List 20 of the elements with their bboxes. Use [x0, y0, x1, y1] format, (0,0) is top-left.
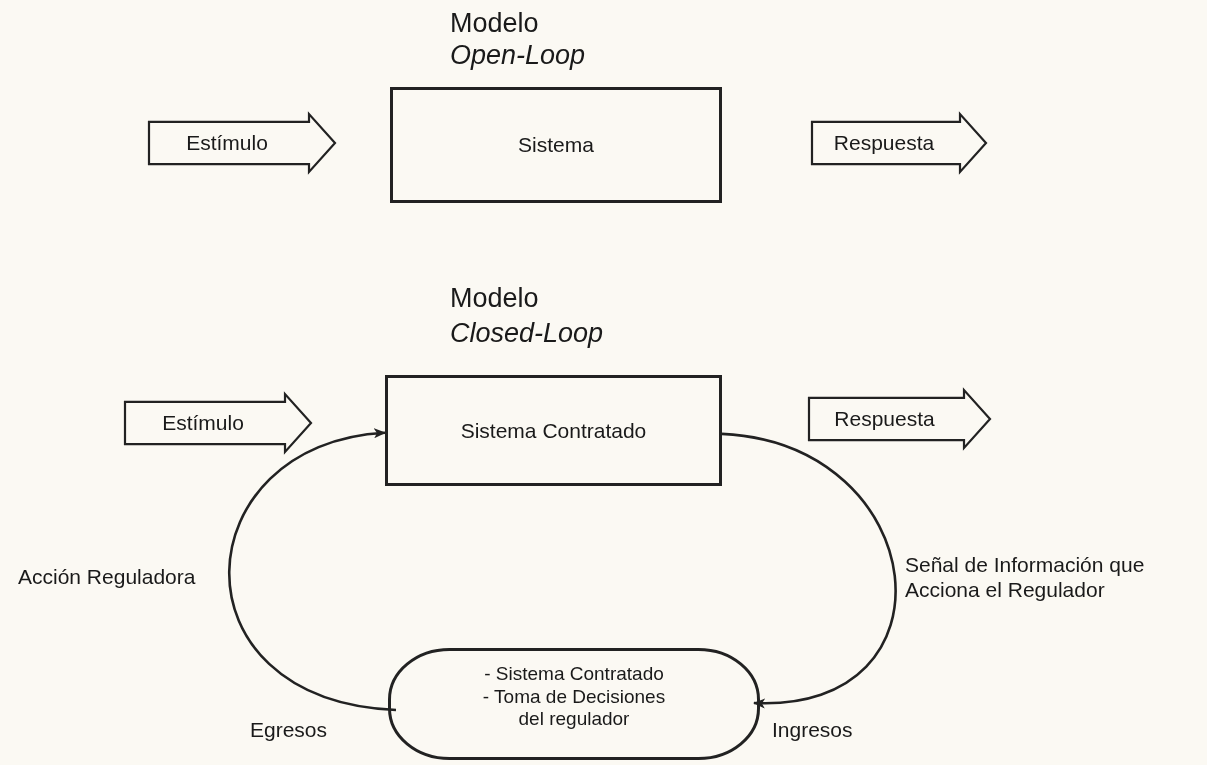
heading: Modelo: [450, 8, 539, 39]
heading: Modelo: [450, 283, 539, 314]
flow-label: Ingresos: [772, 718, 853, 742]
loop-label: Acción Reguladora: [18, 565, 196, 589]
node-label: Estímulo: [186, 131, 268, 155]
loop-label: Señal de Información que Acciona el Regulador: [905, 552, 1146, 603]
heading-subtitle: Closed-Loop: [450, 318, 604, 349]
list-item-text: - Toma de Decisiones del regulador: [481, 685, 667, 732]
process-box: [385, 375, 722, 486]
heading-subtitle: Open-Loop: [450, 40, 586, 71]
node-label: Sistema: [518, 133, 594, 157]
node-label: Estímulo: [162, 411, 244, 435]
node-label: Respuesta: [833, 131, 935, 155]
node-label: Sistema Contratado: [460, 418, 647, 443]
list-item-text: - Sistema Contratado: [483, 662, 665, 686]
process-box: [390, 87, 722, 203]
node-label: Respuesta: [834, 407, 935, 431]
feedback-arrow: [721, 432, 897, 708]
feedback-arrow: [228, 429, 397, 712]
flow-label: Egresos: [250, 718, 328, 742]
